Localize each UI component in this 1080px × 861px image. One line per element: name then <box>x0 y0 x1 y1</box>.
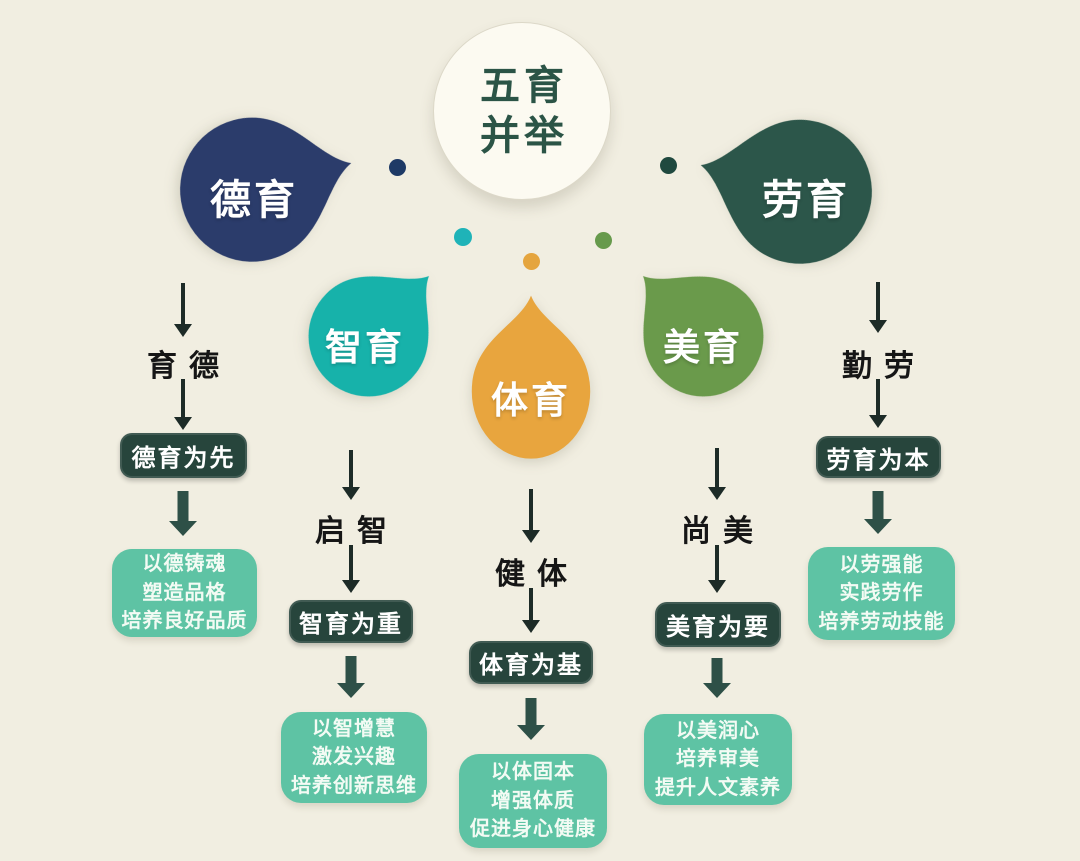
zhiyu-drop-label: 智育 <box>325 327 405 368</box>
deyu-drop-shape <box>156 76 376 296</box>
meiyu-drop-label: 美育 <box>663 327 743 368</box>
outcome-line: 培养审美 <box>676 748 760 771</box>
connector-dot-meiyu <box>595 232 612 249</box>
laoyu-hand-label: 勤劳 <box>842 350 926 383</box>
laoyu-arrow-1 <box>864 282 892 333</box>
meiyu-arrow-3 <box>703 658 731 698</box>
center-circle: 五育 并举 <box>433 22 611 200</box>
deyu-arrow-3 <box>169 491 197 536</box>
center-title-line2: 并举 <box>480 114 568 158</box>
zhiyu-arrow-3 <box>337 656 365 698</box>
outcome-line: 以美润心 <box>676 719 760 742</box>
deyu-arrow-1 <box>169 283 197 337</box>
connector-dot-laoyu <box>660 157 677 174</box>
laoyu-drop-shape <box>676 78 896 298</box>
zhiyu-drop-shape <box>271 222 483 434</box>
deyu-badge: 德育为先 <box>120 433 247 478</box>
deyu-hand-label: 育德 <box>147 350 231 383</box>
zhiyu-outcome-box: 以智增慧 激发兴趣 培养创新思维 <box>281 712 427 803</box>
meiyu-arrow-1 <box>703 448 731 500</box>
laoyu-outcome-box: 以劳强能 实践劳作 培养劳动技能 <box>808 547 955 640</box>
tiyu-arrow-3 <box>517 698 545 740</box>
laoyu-badge: 劳育为本 <box>816 436 941 478</box>
outcome-line: 以劳强能 <box>839 553 924 576</box>
connector-dot-zhiyu <box>454 228 472 246</box>
meiyu-hand-label: 尚美 <box>681 515 765 548</box>
outcome-line: 培养创新思维 <box>291 774 417 797</box>
tiyu-outcome-box: 以体固本 增强体质 促进身心健康 <box>459 754 607 848</box>
zhiyu-arrow-2 <box>337 545 365 593</box>
meiyu-arrow-2 <box>703 545 731 593</box>
tiyu-drop-shape <box>457 294 605 462</box>
outcome-line: 增强体质 <box>491 789 575 812</box>
laoyu-drop-label: 劳育 <box>762 177 850 223</box>
outcome-line: 培养劳动技能 <box>818 610 945 633</box>
tiyu-drop-label: 体育 <box>491 380 571 421</box>
laoyu-arrow-2 <box>864 379 892 428</box>
tiyu-arrow-2 <box>517 588 545 633</box>
laoyu-arrow-3 <box>864 491 892 534</box>
meiyu-outcome-box: 以美润心 培养审美 提升人文素养 <box>644 714 792 805</box>
center-title-line1: 五育 <box>480 64 568 108</box>
zhiyu-arrow-1 <box>337 450 365 500</box>
deyu-arrow-2 <box>169 379 197 430</box>
outcome-line: 以德铸魂 <box>142 553 227 576</box>
tiyu-badge: 体育为基 <box>469 641 593 684</box>
outcome-line: 提升人文素养 <box>655 776 781 799</box>
tiyu-hand-label: 健体 <box>495 558 579 591</box>
meiyu-badge: 美育为要 <box>655 602 781 647</box>
outcome-line: 激发兴趣 <box>312 746 396 769</box>
connector-dot-deyu <box>389 159 406 176</box>
outcome-line: 以体固本 <box>491 761 575 784</box>
tiyu-arrow-1 <box>517 489 545 543</box>
zhiyu-hand-label: 启智 <box>315 515 399 548</box>
outcome-line: 培养良好品质 <box>121 610 248 633</box>
deyu-drop-label: 德育 <box>210 177 298 223</box>
outcome-line: 以智增慧 <box>312 717 396 740</box>
meiyu-drop-shape <box>589 222 801 434</box>
outcome-line: 促进身心健康 <box>470 818 596 841</box>
deyu-outcome-box: 以德铸魂 塑造品格 培养良好品质 <box>112 549 257 637</box>
outcome-line: 塑造品格 <box>142 581 227 604</box>
outcome-line: 实践劳作 <box>839 582 924 605</box>
zhiyu-badge: 智育为重 <box>289 600 413 643</box>
connector-dot-tiyu <box>523 253 540 270</box>
